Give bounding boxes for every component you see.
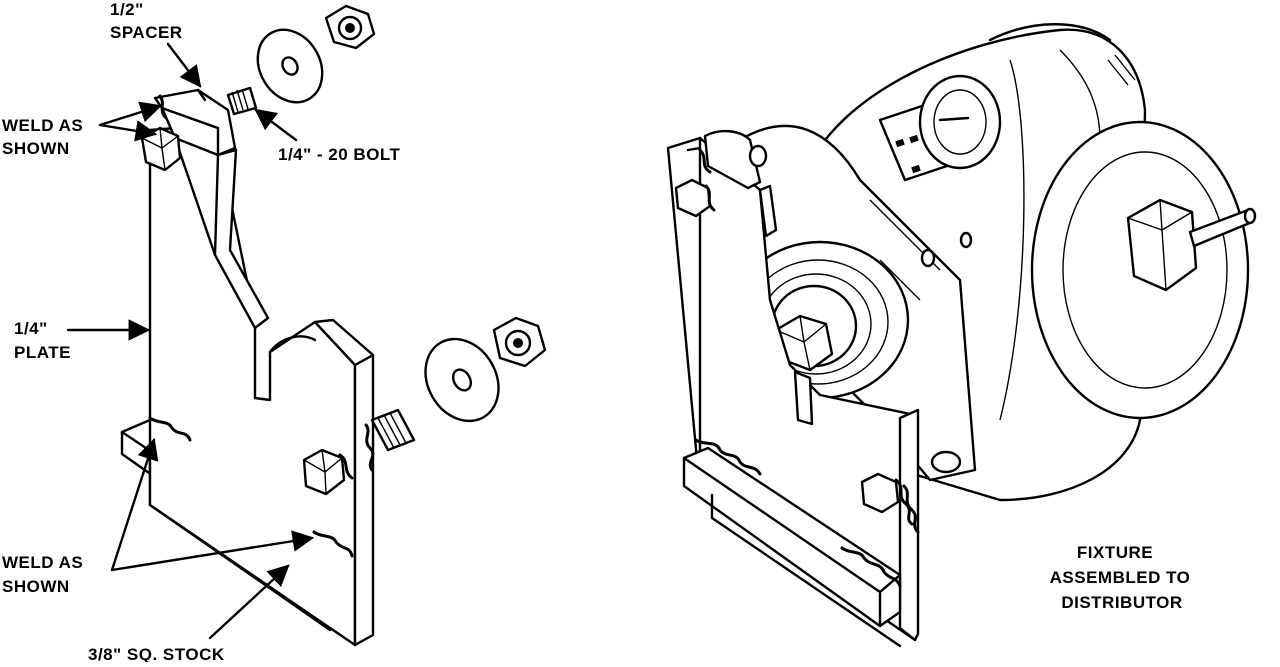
caption-line-3: DISTRIBUTOR: [1061, 593, 1182, 612]
weld-top-label-1: WELD AS: [2, 116, 83, 135]
stock-label: 3/8" SQ. STOCK: [88, 645, 225, 662]
vacuum-canister: [1030, 120, 1257, 420]
caption-line-1: FIXTURE: [1077, 543, 1153, 562]
top-bolt-head: [140, 126, 182, 172]
plate-label: PLATE: [14, 343, 71, 362]
mounted-plate: [666, 136, 920, 642]
plate-label-size: 1/4": [14, 319, 48, 338]
exploded-labels: 1/2" SPACER WELD AS SHOWN 1/4" - 20 BOLT…: [2, 0, 401, 664]
weld-bottom-leader-2: [110, 530, 315, 572]
weld-top-label-2: SHOWN: [2, 139, 70, 158]
mounted-stock-bar: [682, 446, 902, 648]
mounted-weld-beads: [694, 438, 920, 588]
terminal-connector: [878, 74, 1002, 182]
weld-top-leader-1: [98, 101, 163, 127]
exploded-fixture: [120, 4, 547, 647]
mounted-spacer: [698, 129, 768, 190]
bolt-label: 1/4" - 20 BOLT: [278, 145, 401, 164]
lower-washer: [424, 337, 500, 423]
mounted-bolt-top: [674, 178, 716, 218]
weld-bottom-label-2: SHOWN: [2, 577, 70, 596]
weld-beads: [148, 94, 354, 558]
weld-bottom-leader-1: [110, 437, 159, 572]
spacer-block: [153, 88, 237, 157]
spacer-label: SPACER: [110, 23, 183, 42]
spacer-leader: [166, 42, 202, 88]
bolt-leader: [254, 108, 298, 142]
assembled-fixture: [666, 23, 1257, 648]
main-plate: [148, 123, 375, 647]
lower-bolt-head: [302, 448, 354, 496]
top-bolt-stud: [226, 86, 258, 116]
lower-bolt-stud: [364, 408, 416, 472]
mounted-bolt-bottom: [860, 450, 962, 526]
stock-leader: [208, 564, 290, 640]
top-nut: [324, 4, 376, 50]
caption-line-2: ASSEMBLED TO: [1050, 568, 1191, 587]
weld-bottom-label-1: WELD AS: [2, 553, 83, 572]
top-washer: [256, 28, 324, 104]
weld-top-leader-2: [98, 120, 158, 142]
assembled-caption: FIXTURE ASSEMBLED TO DISTRIBUTOR: [1050, 543, 1191, 612]
lower-nut: [492, 316, 547, 368]
spacer-label-size: 1/2": [110, 0, 144, 19]
